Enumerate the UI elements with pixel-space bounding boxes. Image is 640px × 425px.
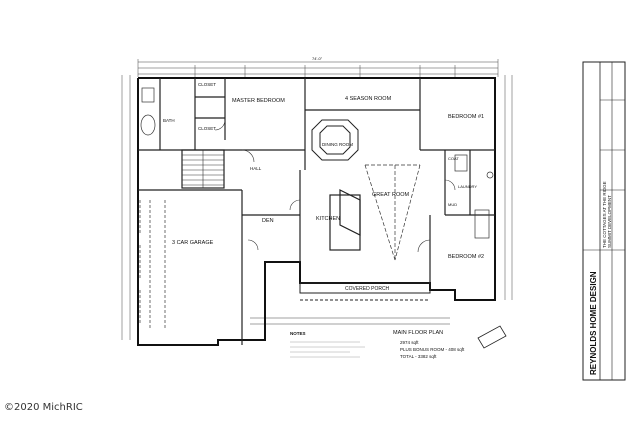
interior-walls [138, 78, 495, 345]
plan-title-block: MAIN FLOOR PLAN 2974 sqft PLUS BONUS ROO… [393, 330, 465, 359]
area-line-1: 2974 sqft [400, 340, 419, 345]
label-hall: HALL [250, 166, 262, 171]
garage-doors [139, 200, 166, 330]
overall-dimension: 74'-0" [312, 56, 323, 61]
title-developer: SUMMIT DEVELOPMENT [607, 195, 612, 248]
label-garage: 3 CAR GARAGE [172, 240, 214, 246]
label-coat: COAT [448, 156, 459, 161]
label-closet-2: CLOSET [198, 126, 216, 131]
title-project: THE COTTAGES AT THE RIDGE [602, 181, 607, 248]
label-laundry: LAUNDRY [458, 184, 477, 189]
label-closet-1: CLOSET [198, 82, 216, 87]
door-swings [214, 119, 456, 253]
porch [299, 282, 431, 301]
notes-heading: NOTES [290, 331, 306, 336]
dimension-lines [121, 59, 513, 340]
area-line-3: TOTAL - 3382 sqft [400, 354, 437, 359]
label-great-room: GREAT ROOM [372, 192, 409, 198]
north-arrow-icon [477, 325, 507, 349]
stairs [182, 150, 224, 188]
watermark: ©2020 MichRIC [4, 402, 83, 413]
label-den: DEN [262, 218, 274, 224]
title-block: REYNOLDS HOME DESIGN THE COTTAGES AT THE… [582, 61, 626, 381]
plan-title: MAIN FLOOR PLAN [393, 330, 443, 336]
title-company: REYNOLDS HOME DESIGN [589, 271, 598, 375]
label-kitchen: KITCHEN [316, 216, 340, 222]
bath-fixtures [140, 87, 494, 239]
label-mud: MUD [448, 202, 457, 207]
dining-octagon [311, 119, 359, 161]
label-master-bedroom: MASTER BEDROOM [232, 98, 285, 104]
label-bath: BATH [163, 118, 175, 123]
label-bedroom-1: BEDROOM #1 [448, 114, 484, 120]
label-covered-porch: COVERED PORCH [345, 286, 390, 292]
label-four-season: 4 SEASON ROOM [345, 96, 392, 102]
notes-block: NOTES [290, 331, 365, 358]
label-dining: DINING ROOM [322, 142, 353, 147]
label-bedroom-2: BEDROOM #2 [448, 254, 484, 260]
vault-lines [364, 164, 421, 261]
area-line-2: PLUS BONUS ROOM - 408 sqft [400, 347, 465, 352]
